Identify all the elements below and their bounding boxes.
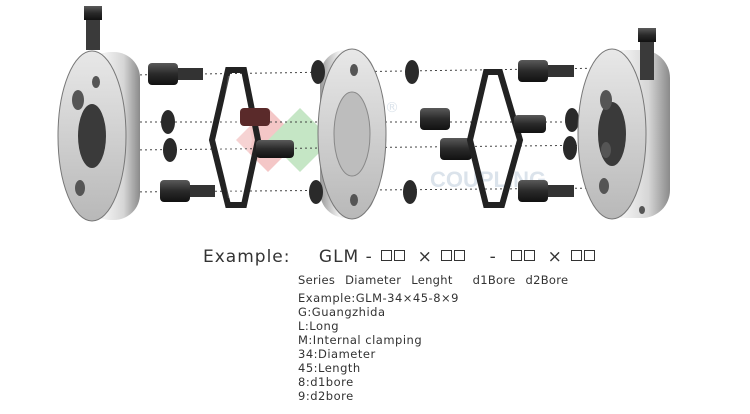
placeholder-box <box>441 250 453 261</box>
detail-m: M:Internal clamping <box>298 333 423 347</box>
registered-mark: ® <box>385 100 399 116</box>
legend-series: Series <box>298 273 336 287</box>
detail-length: 45:Length <box>298 361 361 375</box>
example-code-line: Example: GLM - × - × <box>203 247 596 267</box>
detail-example: Example:GLM-34×45-8×9 <box>298 291 459 305</box>
right-bolts <box>518 60 579 202</box>
code-legend: Series Diameter Lenght d1Bore d2Bore <box>298 273 574 287</box>
placeholder-box <box>394 250 406 261</box>
legend-d1bore: d1Bore <box>472 273 516 287</box>
detail-l: L:Long <box>298 319 340 333</box>
placeholder-box <box>584 250 596 261</box>
placeholder-box <box>381 250 393 261</box>
detail-diameter: 34:Diameter <box>298 347 376 361</box>
left-hub <box>57 6 140 222</box>
legend-length: Lenght <box>411 273 453 287</box>
detail-d2bore: 9:d2bore <box>298 389 354 403</box>
coupling-exploded-illustration: COUPLING ® <box>57 6 670 222</box>
right-hub <box>577 28 670 220</box>
times-symbol: × <box>417 247 433 267</box>
detail-d1bore: 8:d1bore <box>298 375 354 389</box>
details-list: Example:GLM-34×45-8×9 G:Guangzhida L:Lon… <box>298 291 459 403</box>
example-label: Example: <box>203 247 291 267</box>
code-prefix: GLM - <box>318 247 373 267</box>
detail-g: G:Guangzhida <box>298 305 386 319</box>
placeholder-box <box>454 250 466 261</box>
left-flex-plate <box>208 67 294 208</box>
right-flex-plate <box>466 69 546 208</box>
legend-d2bore: d2Bore <box>525 273 569 287</box>
middle-spacer <box>317 48 387 220</box>
placeholder-box <box>524 250 536 261</box>
times-symbol: × <box>547 247 563 267</box>
legend-diameter: Diameter <box>345 273 402 287</box>
placeholder-box <box>571 250 583 261</box>
middle-bolts <box>309 60 472 204</box>
left-bolts <box>148 63 215 202</box>
dash-symbol: - <box>489 247 497 267</box>
placeholder-box <box>511 250 523 261</box>
